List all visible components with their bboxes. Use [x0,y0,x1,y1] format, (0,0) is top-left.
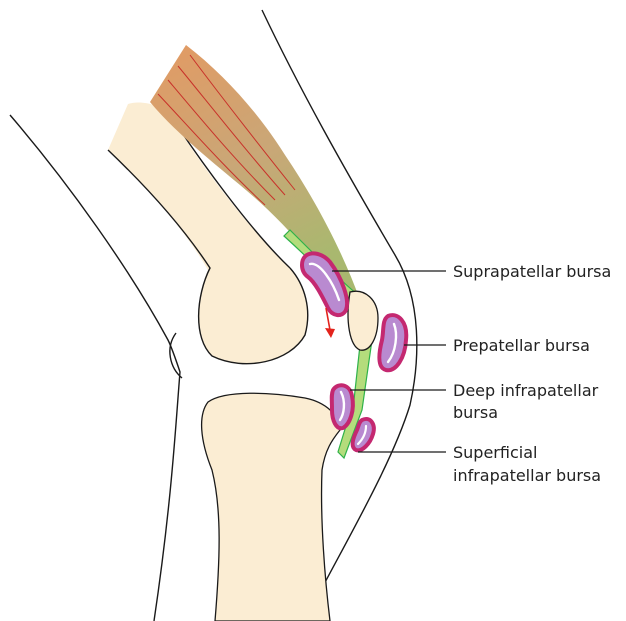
prepatellar-bursa [379,315,406,370]
red-arrow-down-icon-head [325,328,335,338]
prepatellar-label: Prepatellar bursa [453,336,590,355]
deep-infrapatellar-bursa [332,385,353,428]
patella [348,291,378,350]
superficial-infrapatellar-label-line2: infrapatellar bursa [453,466,601,485]
suprapatellar-label: Suprapatellar bursa [453,262,611,281]
deep-infrapatellar-label-line2: bursa [453,403,498,422]
tibia [202,393,340,621]
deep-infrapatellar-label-line1: Deep infrapatellar [453,381,599,400]
superficial-infrapatellar-label-line1: Superficial [453,443,537,462]
